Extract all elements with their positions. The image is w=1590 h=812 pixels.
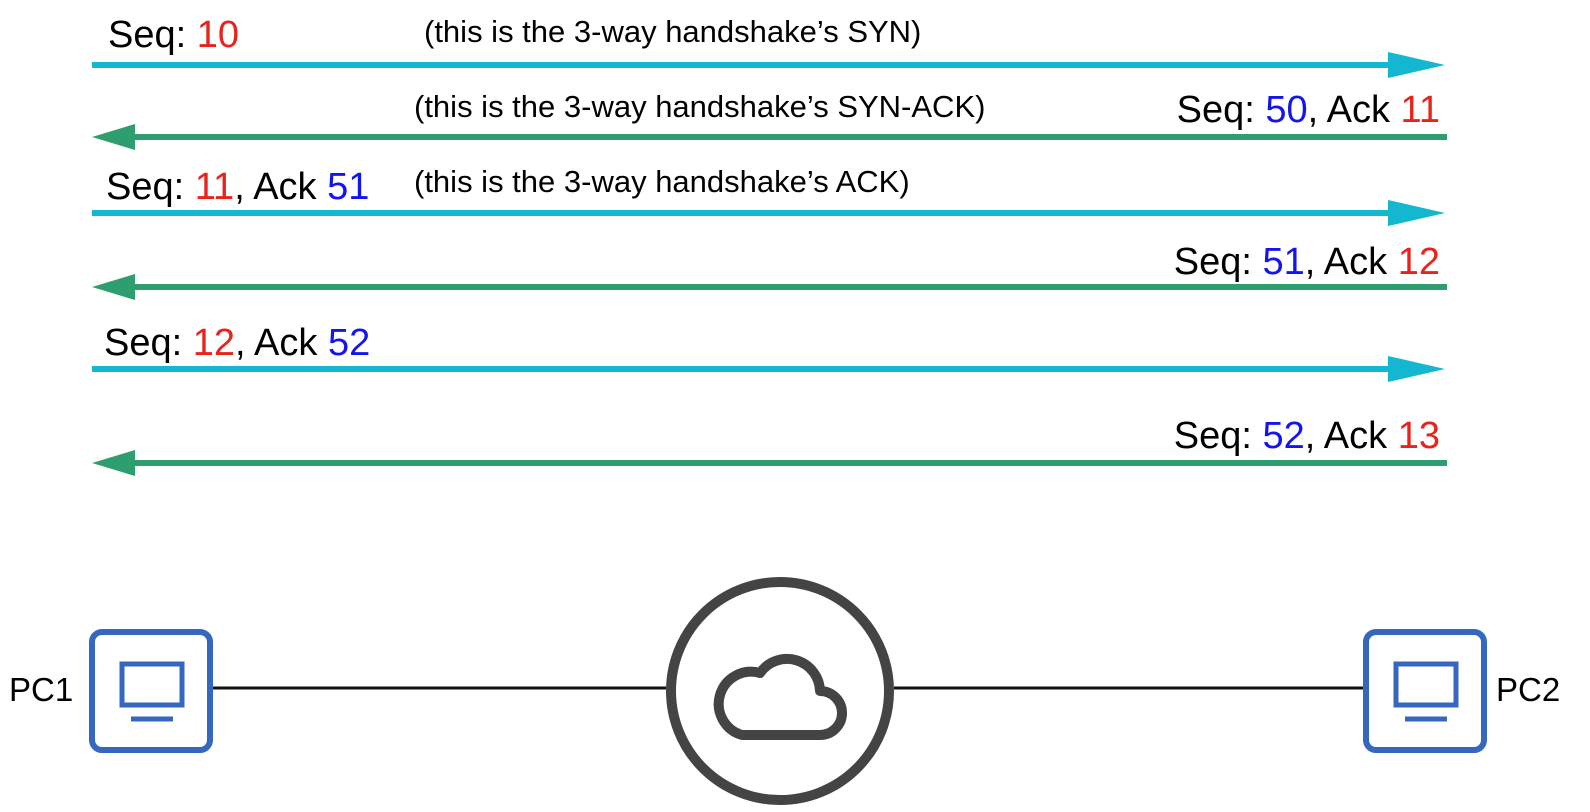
- message-label: Seq: 50, Ack 11: [1177, 91, 1440, 129]
- seq-label: Seq:: [1173, 241, 1252, 283]
- seq-value: 52: [1262, 415, 1305, 457]
- ack-label: , Ack: [235, 322, 318, 364]
- arrow-pc2-to-pc1: [92, 124, 1447, 150]
- pc1-label: PC1: [9, 671, 74, 708]
- computer-monitor-icon: [119, 661, 185, 722]
- message-label: Seq: 12, Ack 52: [104, 324, 370, 362]
- arrow-pc1-to-pc2: [92, 200, 1445, 226]
- seq-value: 50: [1265, 89, 1308, 131]
- cloud-icon: [713, 653, 847, 740]
- ack-value: 12: [1397, 241, 1440, 283]
- message-label: Seq: 11, Ack 51: [106, 168, 369, 206]
- ack-value: 11: [1400, 89, 1440, 131]
- ack-label: , Ack: [234, 166, 317, 208]
- seq-label: Seq:: [104, 322, 183, 364]
- arrow-pc1-to-pc2: [92, 356, 1445, 382]
- ack-value: 13: [1397, 415, 1440, 457]
- internet-node: [666, 577, 894, 805]
- ack-value: 52: [327, 322, 371, 364]
- message-label: Seq: 51, Ack 12: [1174, 243, 1440, 281]
- seq-label: Seq:: [1173, 415, 1252, 457]
- seq-value: 10: [196, 14, 240, 56]
- ack-label: , Ack: [1304, 241, 1388, 283]
- seq-value: 51: [1262, 241, 1305, 283]
- message-label: Seq: 10: [108, 16, 239, 54]
- ack-label: , Ack: [1304, 415, 1388, 457]
- seq-value: 12: [192, 322, 236, 364]
- pc2-label: PC2: [1496, 671, 1561, 708]
- pc2-device: [1363, 629, 1487, 753]
- seq-label: Seq:: [108, 14, 187, 56]
- message-label: Seq: 52, Ack 13: [1174, 417, 1440, 455]
- arrow-pc1-to-pc2: [92, 52, 1445, 78]
- ack-label: , Ack: [1307, 89, 1390, 131]
- computer-monitor-icon: [1393, 661, 1459, 722]
- seq-label: Seq:: [1176, 89, 1255, 131]
- handshake-note: (this is the 3-way handshake’s SYN): [424, 14, 922, 49]
- handshake-note: (this is the 3-way handshake’s ACK): [414, 164, 910, 199]
- arrow-pc2-to-pc1: [92, 274, 1447, 300]
- arrow-pc2-to-pc1: [92, 450, 1447, 476]
- seq-label: Seq:: [106, 166, 185, 208]
- handshake-note: (this is the 3-way handshake’s SYN-ACK): [414, 89, 986, 124]
- seq-value: 11: [194, 166, 235, 208]
- ack-value: 51: [327, 166, 370, 208]
- pc1-device: [89, 629, 213, 753]
